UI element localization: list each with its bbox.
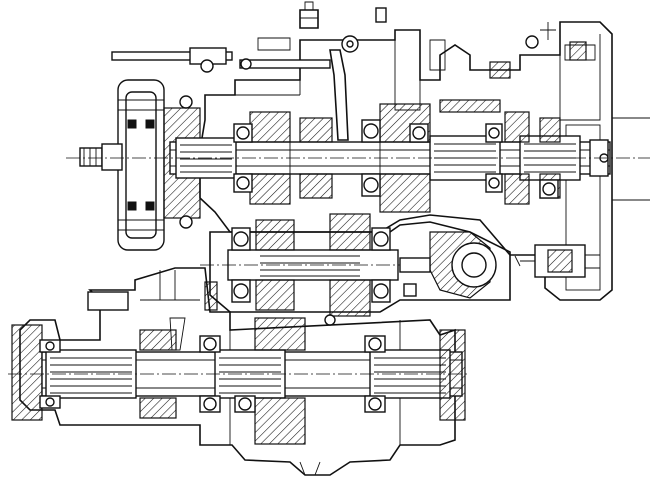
- shift-linkage: [111, 1, 650, 201]
- intermediate-shaft: [200, 213, 600, 317]
- brake-drum: [79, 79, 201, 251]
- lower-shaft: [8, 314, 470, 445]
- upper-bearings: [233, 119, 559, 199]
